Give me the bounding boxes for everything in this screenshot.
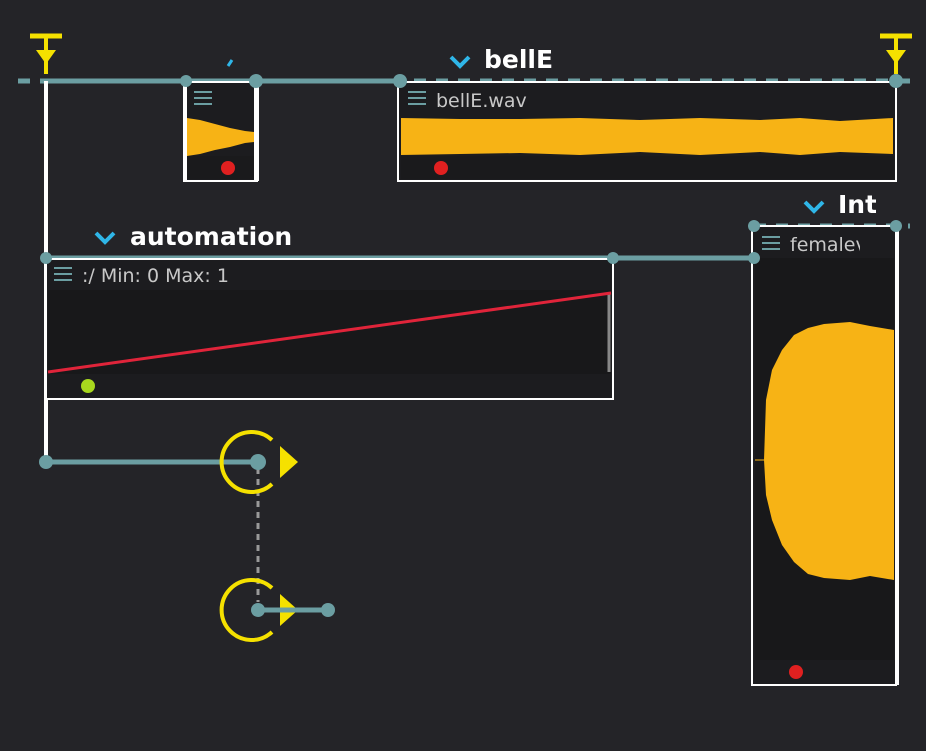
clip-handle[interactable]: [890, 220, 902, 232]
automation-curve[interactable]: [47, 291, 612, 374]
clip-handle[interactable]: [748, 252, 760, 264]
clip-handle[interactable]: [748, 220, 760, 232]
clip-handle[interactable]: [249, 74, 263, 88]
menu-icon[interactable]: [194, 91, 212, 105]
menu-icon[interactable]: [408, 91, 426, 105]
clip-filename: femalev: [790, 234, 860, 256]
clip-handle[interactable]: [40, 252, 52, 264]
clip-title[interactable]: automation: [130, 222, 293, 251]
clip-bell[interactable]: [393, 74, 903, 182]
clip-inte[interactable]: [748, 220, 902, 686]
chevron-down-icon[interactable]: [94, 231, 116, 245]
waveform: [187, 118, 254, 156]
timeline-start-marker-icon[interactable]: [30, 33, 62, 74]
timeline-end-marker-icon[interactable]: [880, 33, 912, 74]
record-dot-icon[interactable]: [434, 161, 448, 175]
record-dot-icon[interactable]: [221, 161, 235, 175]
clip-handle[interactable]: [607, 252, 619, 264]
clip-handle[interactable]: [889, 74, 903, 88]
record-dot-icon[interactable]: [789, 665, 803, 679]
clip-small[interactable]: [180, 74, 263, 182]
output-node-icon[interactable]: [219, 430, 298, 494]
chevron-down-icon[interactable]: [449, 55, 471, 69]
clip-title[interactable]: bellE: [484, 45, 554, 74]
waveform: [764, 322, 894, 580]
clip-title[interactable]: Inte: [838, 190, 876, 219]
menu-icon[interactable]: [762, 236, 780, 250]
waveform: [401, 118, 893, 155]
clip-auto[interactable]: [40, 252, 619, 400]
automation-range-label: :/ Min: 0 Max: 1: [82, 265, 229, 287]
node-handle[interactable]: [39, 455, 53, 469]
chevron-down-icon[interactable]: [226, 59, 234, 67]
menu-icon[interactable]: [54, 267, 72, 281]
clip-handle[interactable]: [180, 75, 192, 87]
output-node-icon[interactable]: [219, 578, 335, 642]
play-dot-icon[interactable]: [81, 379, 95, 393]
clip-filename: bellE.wav: [436, 90, 527, 112]
clip-handle[interactable]: [393, 74, 407, 88]
chevron-down-icon[interactable]: [803, 200, 825, 214]
